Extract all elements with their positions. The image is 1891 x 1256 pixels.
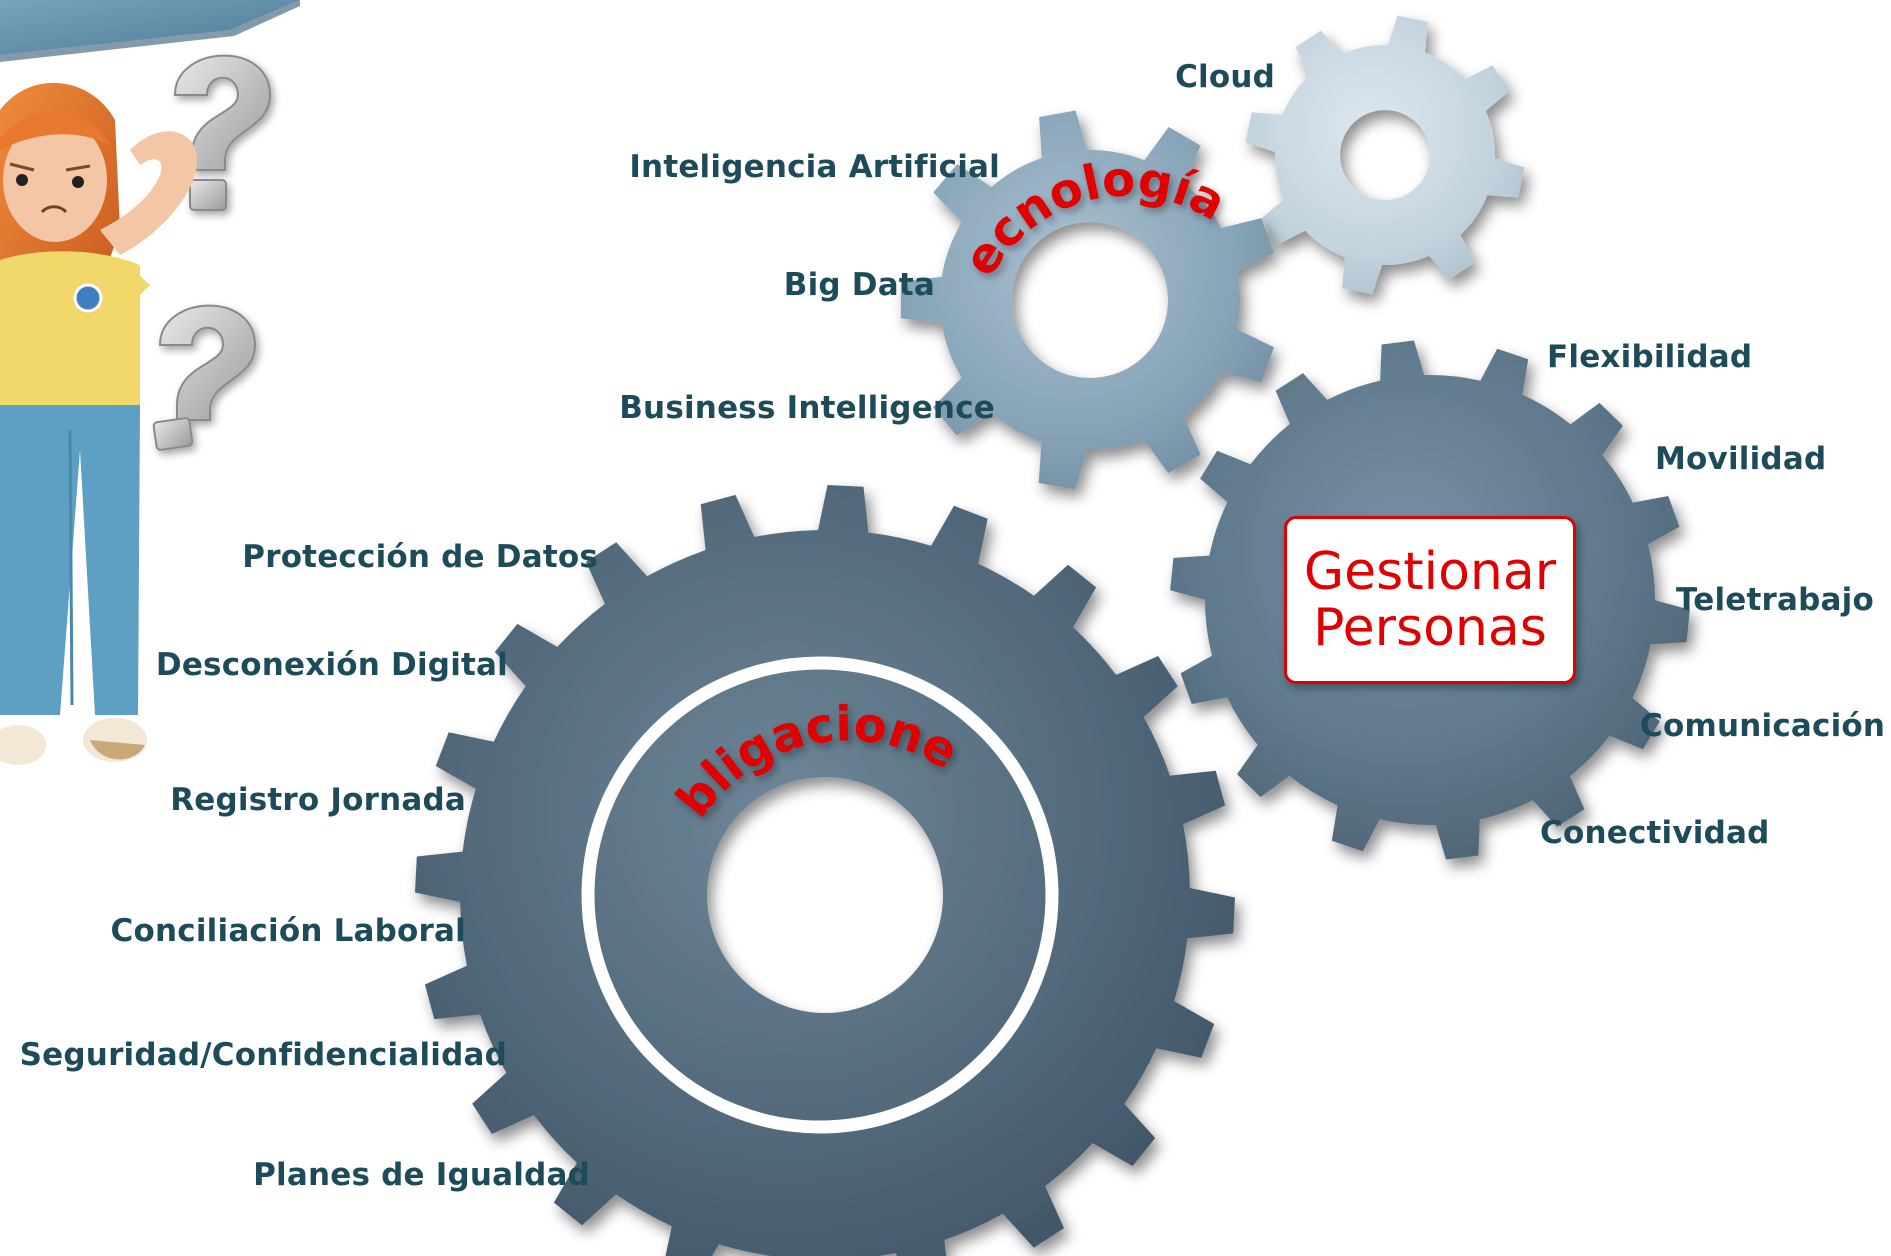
gestionar-personas-title-line2: Personas bbox=[1313, 598, 1547, 658]
label-flexibilidad: Flexibilidad bbox=[1547, 339, 1753, 375]
label-desconexion-digital: Desconexión Digital bbox=[155, 647, 508, 683]
label-planes-igualdad: Planes de Igualdad bbox=[253, 1157, 590, 1193]
label-conciliacion-laboral: Conciliación Laboral bbox=[110, 913, 466, 949]
label-comunicacion: Comunicación bbox=[1640, 708, 1886, 744]
gestionar-personas-box: Gestionar Personas bbox=[1284, 516, 1576, 684]
clock-badge-icon bbox=[73, 283, 103, 313]
gear-tec-body bbox=[900, 110, 1275, 490]
gear-obl-body bbox=[415, 485, 1235, 1256]
gear-light bbox=[1245, 15, 1525, 295]
label-movilidad: Movilidad bbox=[1655, 441, 1827, 477]
question-mark-icon bbox=[152, 304, 257, 451]
corner-band bbox=[0, 0, 300, 55]
gear-tecnologias bbox=[900, 110, 1275, 490]
gear-obligaciones bbox=[415, 485, 1235, 1256]
corner-band-edge bbox=[0, 0, 300, 62]
label-teletrabajo: Teletrabajo bbox=[1676, 582, 1874, 618]
label-inteligencia-artificial: Inteligencia Artificial bbox=[629, 149, 1000, 185]
label-proteccion-datos: Protección de Datos bbox=[242, 539, 598, 575]
confused-woman-figure bbox=[0, 82, 198, 765]
label-conectividad: Conectividad bbox=[1540, 815, 1770, 851]
label-business-intelligence: Business Intelligence bbox=[619, 390, 995, 426]
label-registro-jornada: Registro Jornada bbox=[170, 782, 466, 818]
label-big-data: Big Data bbox=[783, 267, 935, 303]
label-seguridad-confidencialidad: Seguridad/Confidencialidad bbox=[19, 1037, 507, 1073]
label-cloud: Cloud bbox=[1175, 59, 1275, 95]
gear-light-body bbox=[1245, 15, 1525, 295]
obligaciones-ring bbox=[581, 656, 1059, 1134]
gestionar-personas-title-line1: Gestionar bbox=[1303, 541, 1557, 602]
question-mark-icon bbox=[173, 54, 272, 211]
